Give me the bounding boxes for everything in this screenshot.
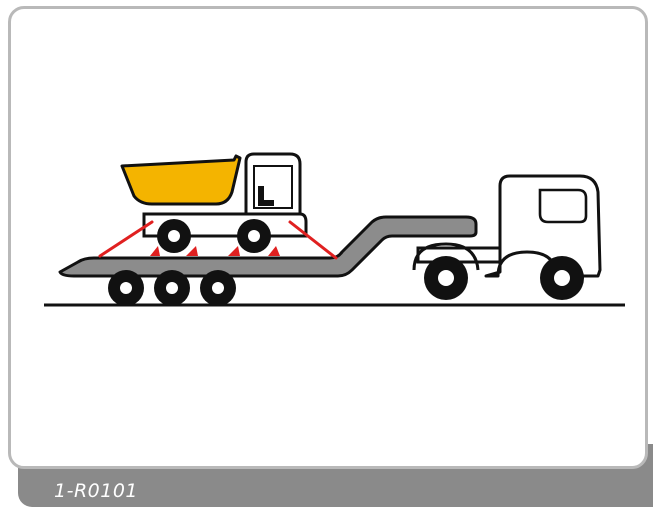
dumper-icon	[122, 154, 306, 253]
truck-cab-icon	[414, 176, 600, 300]
